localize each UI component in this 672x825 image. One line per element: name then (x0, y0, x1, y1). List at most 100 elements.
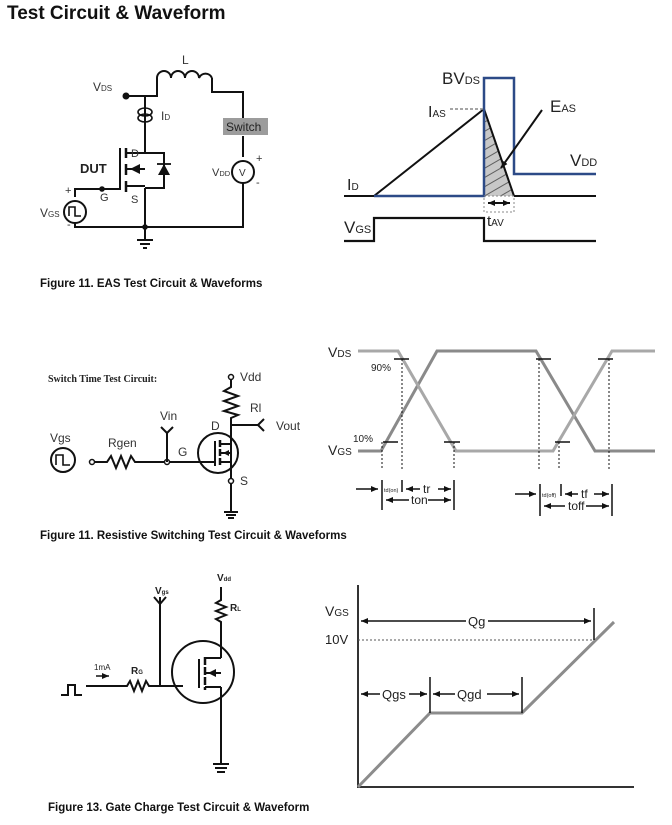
eas-pointer-arrow (500, 109, 543, 169)
eas-circuit-labels: L VDS ID Switch DUT D G S VGS + - VDD V … (40, 53, 268, 231)
switch-time-circuit-title: Switch Time Test Circuit: (48, 374, 157, 385)
vgs-label: V (328, 442, 338, 458)
rl-label: Rl (250, 401, 261, 415)
vgs-label: V (155, 586, 162, 597)
voltmeter-label: V (239, 168, 246, 179)
vgs-axis-label: V (325, 603, 335, 619)
rl-resistor-icon (213, 587, 229, 655)
rgen-resistor-icon (94, 453, 165, 471)
vin-terminal-icon (160, 426, 174, 462)
vds-voltage-trace (374, 76, 596, 198)
ten-volt-label: 10V (325, 632, 348, 647)
qg-label: Qg (468, 614, 485, 629)
svg-text:ID: ID (347, 177, 359, 194)
mosfet-circle-icon (171, 640, 235, 704)
ias-label: I (428, 104, 432, 121)
eas-waveform (344, 76, 596, 243)
switching-waveform (356, 349, 655, 516)
toff-label: toff (568, 499, 585, 513)
rg-label: R (131, 666, 139, 677)
vds-label: V (93, 80, 101, 94)
vdd-terminal (227, 373, 235, 381)
qgd-label: Qgd (457, 687, 482, 702)
figure-caption-gate-charge: Figure 13. Gate Charge Test Circuit & Wa… (48, 802, 310, 814)
drain-label: D (211, 419, 220, 433)
pulse-source-icon (50, 447, 76, 473)
tav-label: t (487, 213, 492, 230)
current-label: 1mA (94, 663, 111, 672)
axes (357, 585, 634, 788)
vdd-label: V (212, 167, 220, 179)
svg-text:VDD: VDD (212, 167, 231, 179)
switching-test-circuit (50, 373, 265, 519)
svg-text:IAS: IAS (428, 104, 446, 121)
svg-text:BVDS: BVDS (442, 69, 480, 88)
wire (126, 78, 158, 97)
ton-label: ton (411, 493, 428, 507)
vout-label: Vout (276, 419, 301, 433)
svg-text:VDD: VDD (570, 151, 597, 170)
svg-text:EAS: EAS (550, 97, 576, 116)
tf-label: tf (581, 487, 588, 501)
source-label: S (131, 194, 138, 206)
svg-text:RL: RL (230, 603, 241, 614)
page-title: Test Circuit & Waveform (7, 3, 226, 24)
diode-icon (158, 164, 170, 175)
inductor-icon (156, 70, 213, 79)
vdd-plus: + (256, 153, 262, 165)
vgs-terminal-icon (153, 596, 167, 606)
source-label: S (240, 474, 248, 488)
bvds-label: BV (442, 69, 465, 88)
svg-text:VGS: VGS (344, 218, 371, 237)
eas-label: E (550, 97, 561, 116)
inductor-label: L (182, 53, 189, 67)
td-on-label: td(on) (384, 488, 399, 494)
switch-box (223, 118, 268, 135)
td-off-label: td(off) (542, 493, 556, 499)
ten-percent-label: 10% (353, 434, 373, 445)
plus-sign: + (65, 185, 71, 197)
switching-waveform-labels: VDS VGS 90% 10% td(on) tr ton td(off) tf… (328, 344, 588, 513)
figure-caption-eas: Figure 11. EAS Test Circuit & Waveforms (40, 278, 263, 290)
vgs-gate-pulse (344, 216, 596, 243)
gate-charge-circuit (61, 587, 235, 773)
rl-label: R (230, 603, 238, 614)
wire (211, 78, 244, 118)
vgs-label: Vgs (50, 431, 71, 445)
gate-charge-circuit-labels: Vdd Vgs RL RG 1mA (94, 573, 241, 677)
vgs-charge-curve (356, 620, 616, 789)
switch-label: Switch (226, 120, 261, 134)
vdd-minus: - (256, 177, 260, 189)
svg-text:VDS: VDS (328, 344, 352, 360)
mosfet-arrow-icon (130, 164, 140, 174)
source-node (227, 477, 235, 485)
svg-text:Vdd: Vdd (217, 573, 231, 584)
svg-text:RG: RG (131, 666, 143, 677)
current-probe-icon (137, 107, 153, 117)
gate-label: G (100, 192, 109, 204)
ground-icon (137, 239, 153, 249)
svg-text:VGS: VGS (40, 206, 60, 220)
pulse-icon (61, 684, 82, 696)
qgs-label: Qgs (382, 687, 406, 702)
svg-text:tAV: tAV (487, 213, 504, 230)
vds-trace (358, 349, 655, 453)
svg-text:VGS: VGS (325, 603, 349, 619)
ground-icon (224, 511, 238, 519)
ground-icon (213, 763, 229, 773)
vin-label: Vin (160, 409, 177, 423)
eas-test-circuit (63, 70, 255, 249)
load-resistor-icon (220, 380, 241, 480)
vgs-trace (358, 349, 655, 453)
wire (74, 223, 145, 228)
mosfet-circle-icon (197, 432, 239, 474)
ninety-percent-label: 90% (371, 363, 391, 374)
vout-terminal-icon (257, 418, 265, 432)
vgs-label: V (40, 206, 48, 220)
drain-label: D (131, 148, 139, 160)
vdd-wave-label: V (570, 151, 582, 170)
figure-caption-switching: Figure 11. Resistive Switching Test Circ… (40, 530, 347, 542)
rgen-label: Rgen (108, 436, 137, 450)
wire (144, 96, 165, 189)
